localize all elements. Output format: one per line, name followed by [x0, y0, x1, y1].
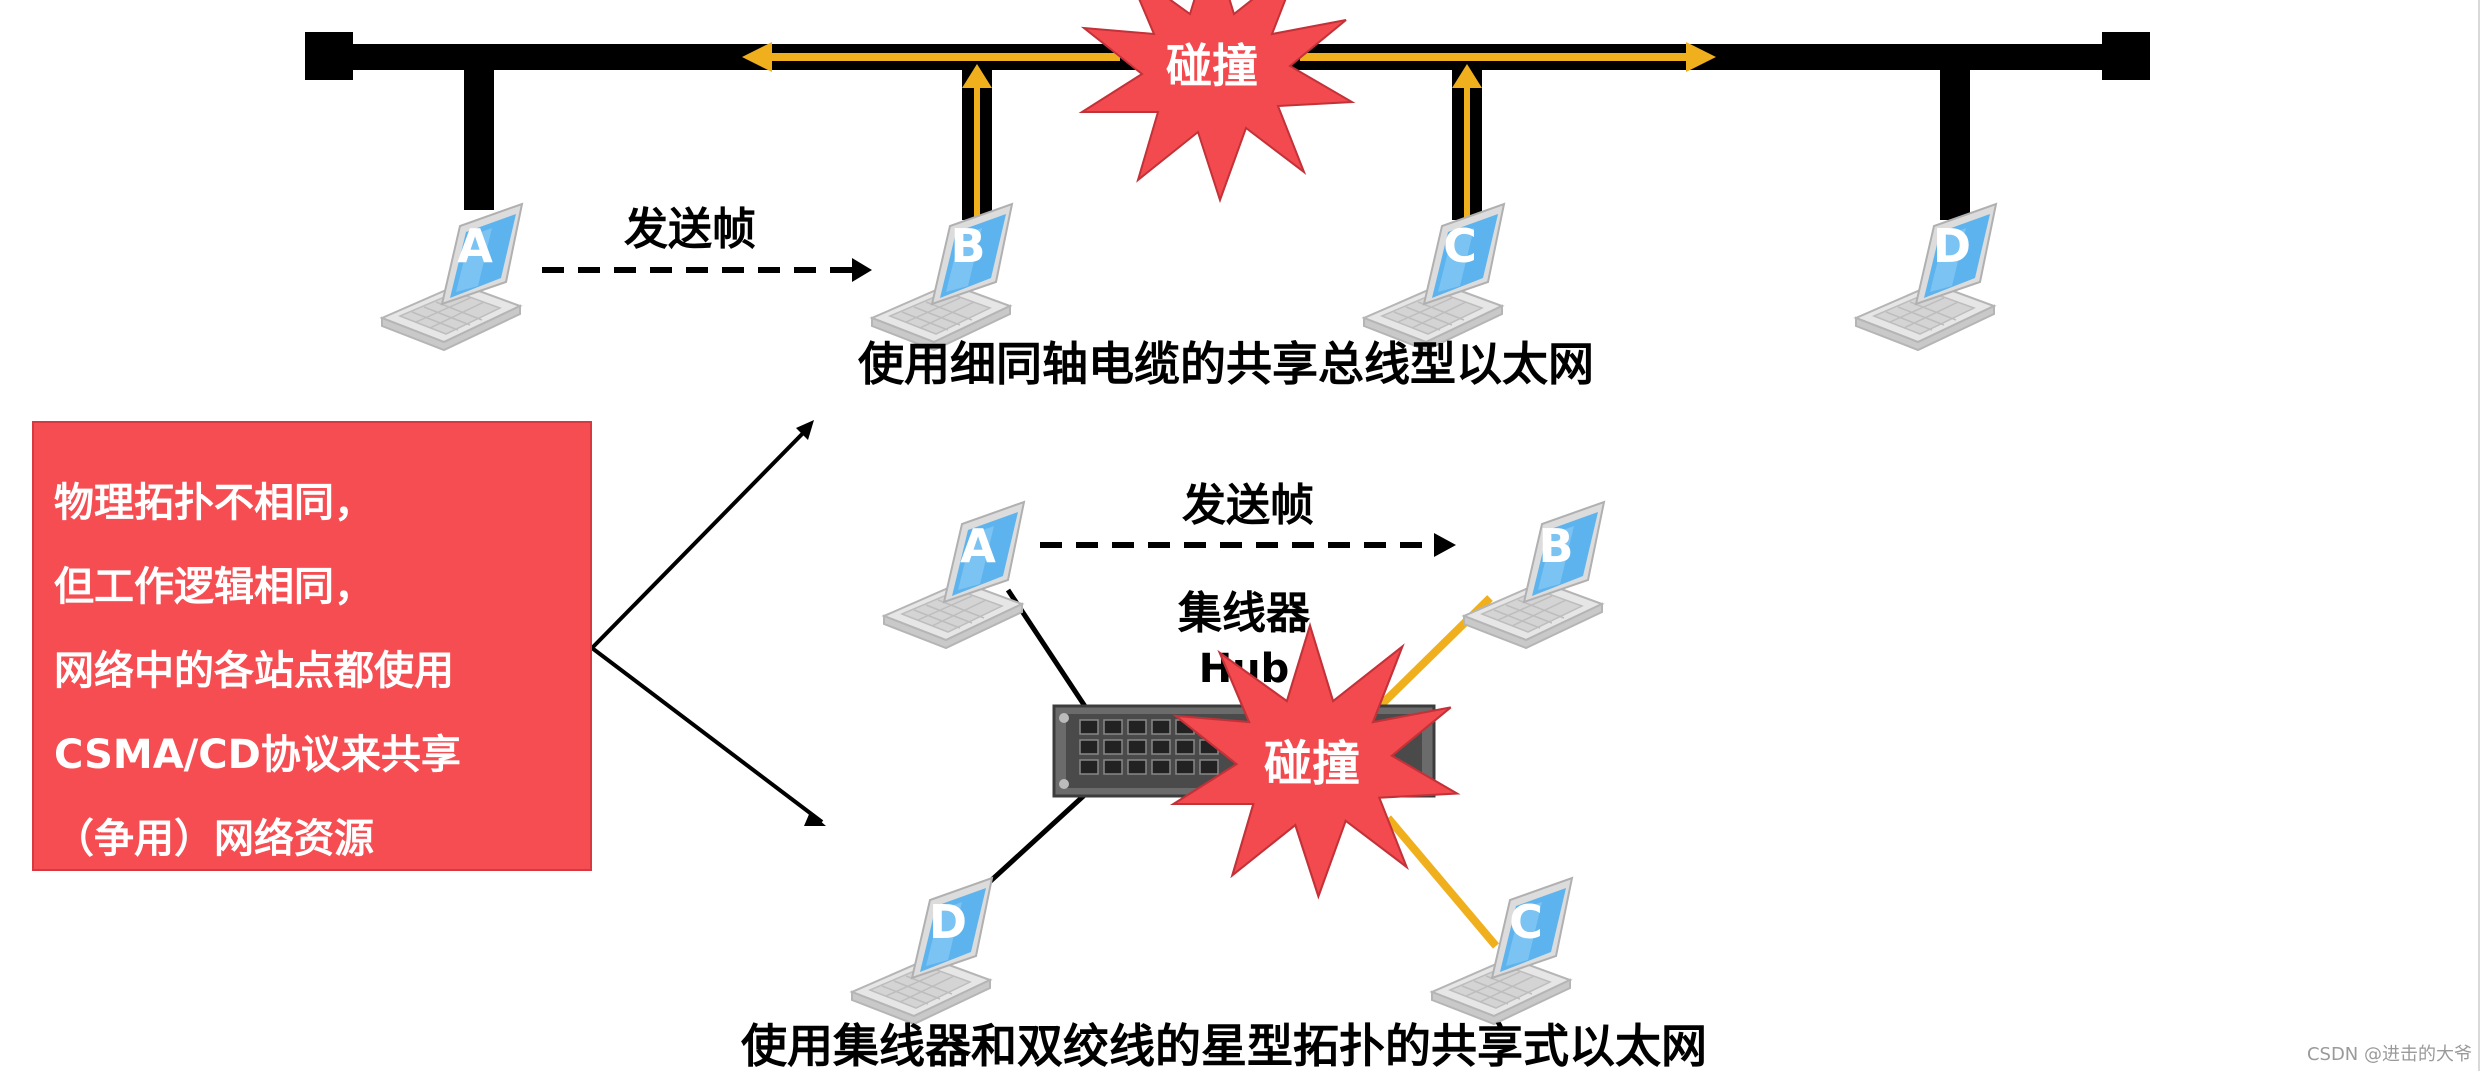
note-pointers — [590, 420, 826, 826]
star-caption: 使用集线器和双绞线的星型拓扑的共享式以太网 — [741, 1019, 1707, 1071]
star-send-frame-arrowhead — [1434, 533, 1456, 557]
star-send-frame-label: 发送帧 — [1182, 480, 1314, 531]
bus-collision-label: 碰撞 — [1166, 39, 1258, 93]
host-a-laptop-icon — [381, 203, 523, 351]
note-box: 物理拓扑不相同， 但工作逻辑相同， 网络中的各站点都使用 CSMA/CD协议来共… — [32, 421, 592, 871]
drop-cable-a — [464, 60, 494, 210]
pointer-to-star — [590, 646, 824, 824]
link-a-hub — [1005, 588, 1101, 728]
note-line-3: 网络中的各站点都使用 — [54, 648, 454, 694]
signal-right-arrow — [1686, 42, 1716, 72]
host-a-label: A — [457, 219, 493, 273]
note-line-4: CSMA/CD协议来共享 — [54, 732, 461, 778]
host-c-laptop-icon — [1363, 203, 1505, 351]
pointer-to-star-arrowhead — [804, 812, 826, 826]
host-d-laptop-icon — [1855, 203, 1997, 351]
terminator-right — [2102, 32, 2150, 80]
bus-topology-diagram: 碰撞 A B C D 发送帧 使用细同轴电缆的共享总线型以太网 — [305, 0, 2150, 391]
host-d-label: D — [1933, 219, 1971, 273]
page-edge-divider — [2478, 0, 2480, 1071]
note-line-5: （争用）网络资源 — [54, 816, 374, 862]
note-line-1: 物理拓扑不相同， — [54, 480, 374, 526]
hub-label: 集线器 — [1177, 588, 1311, 639]
terminator-left — [305, 32, 353, 80]
star-host-d-laptop-icon — [851, 877, 993, 1025]
star-host-d-label: D — [929, 895, 967, 949]
signal-up-b-arrow — [962, 64, 992, 88]
link-c-hub — [1384, 815, 1500, 949]
bus-caption: 使用细同轴电缆的共享总线型以太网 — [858, 337, 1594, 391]
collision-burst-icon — [1081, 0, 1353, 201]
watermark: CSDN @进击的大爷 — [2306, 1044, 2472, 1065]
star-host-c-label: C — [1509, 895, 1543, 949]
star-host-b-label: B — [1538, 519, 1573, 573]
drop-cable-d — [1940, 60, 1970, 220]
note-line-2: 但工作逻辑相同， — [54, 564, 374, 610]
star-host-a-label: A — [960, 519, 996, 573]
host-b-label: B — [950, 219, 985, 273]
signal-up-c-arrow — [1452, 64, 1482, 88]
host-b-laptop-icon — [871, 203, 1013, 351]
star-collision-label: 碰撞 — [1264, 736, 1360, 792]
host-c-label: C — [1443, 219, 1477, 273]
pointer-to-bus — [590, 424, 812, 650]
bus-send-frame-arrowhead — [852, 258, 872, 282]
star-topology-diagram: 集线器 Hub 碰撞 A B D C 发送帧 使用集线器和双绞线的星型拓扑的共享… — [741, 480, 1707, 1071]
signal-left-arrow — [742, 42, 772, 72]
star-host-b-laptop-icon — [1463, 501, 1605, 649]
pointer-to-bus-arrowhead — [796, 420, 814, 440]
star-host-a-laptop-icon — [883, 501, 1025, 649]
bus-send-frame-label: 发送帧 — [624, 204, 756, 255]
